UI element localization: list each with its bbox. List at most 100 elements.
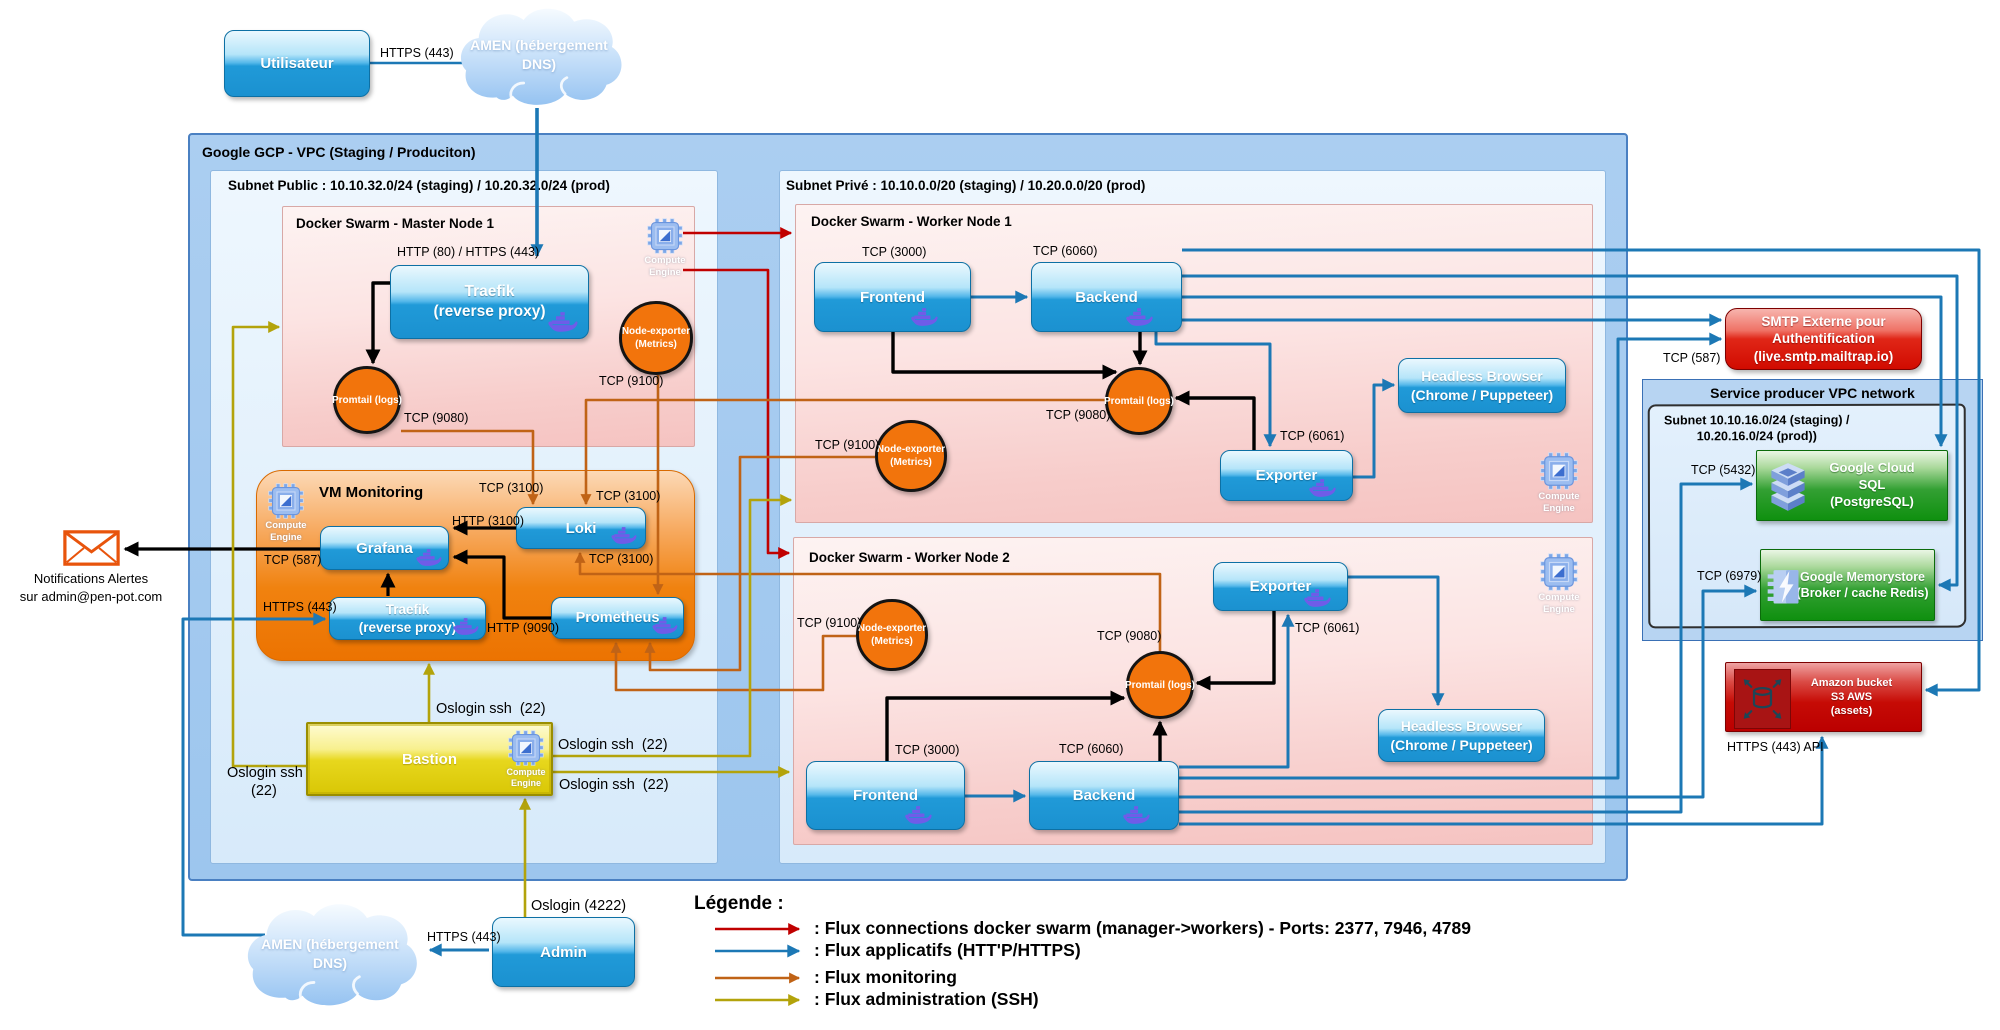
legend-item-app: : Flux applicatifs (HTT'P/HTTPS) [814,940,1081,960]
master-node-1-title: Docker Swarm - Master Node 1 [296,216,495,231]
prometheus-label: Prometheus [575,610,660,626]
docker-whale-icon [453,618,478,635]
label-tcp6979: TCP (6979) [1697,569,1762,583]
subnet-prive-title: Subnet Privé : 10.10.0.0/20 (staging) / … [786,178,1146,193]
grafana-node: Grafana [320,526,449,570]
compute-engine-icon [1541,453,1577,489]
legend-title: Légende : [694,893,784,914]
compute-engine-icon [1541,554,1577,590]
label-tcp9100-w2: TCP (9100) [797,616,862,630]
docker-whale-icon [652,617,677,634]
dns-cloud-bottom: AMEN (hébergement DNS) [240,895,420,1013]
label-https443-admin: HTTPS (443) [427,930,501,944]
dns-cloud-bottom-label: AMEN (hébergement DNS) [261,936,399,971]
worker-node-2-title: Docker Swarm - Worker Node 2 [809,550,1010,565]
utilisateur-node: Utilisateur [224,30,370,97]
label-oslogin-w1: Oslogin ssh (22) [558,737,668,753]
label-oslogin-4222: Oslogin (4222) [531,898,627,914]
ce-worker2: Compute Engine [1538,553,1580,615]
cloud-sql-label: Google Cloud SQL (PostgreSQL) [1829,460,1915,509]
legend-item-swarm: : Flux connections docker swarm (manager… [814,918,1472,938]
promtail-master-label: Promtail (logs) [332,394,403,406]
dns-cloud-top: AMEN (hébergement DNS) [450,2,628,110]
label-oslogin-vm: Oslogin ssh (22) [436,701,546,717]
service-vpc-title: Service producer VPC network [1710,385,1915,401]
dns-cloud-top-label: AMEN (hébergement DNS) [470,37,608,72]
gcp-vpc-title: Google GCP - VPC (Staging / Produciton) [202,144,476,160]
subnet-public-title: Subnet Public : 10.10.32.0/24 (staging) … [228,178,610,193]
docker-whale-icon [1123,806,1149,824]
headless-browser-w2-node: Headless Browser (Chrome / Puppeteer) [1378,709,1545,762]
legend-item-admin: : Flux administration (SSH) [814,989,1039,1009]
docker-whale-icon [911,308,937,326]
notifications-envelope [63,529,120,572]
s3-bucket-label: Amazon bucket S3 AWS (assets) [1810,676,1893,718]
node-exporter-w1-circle: Node-exporter (Metrics) [875,420,947,492]
legend-item-monitoring: : Flux monitoring [814,967,957,987]
grafana-label: Grafana [356,539,413,557]
vm-monitoring-title: VM Monitoring [319,484,424,501]
frontend-w1-label: Frontend [860,288,925,306]
promtail-w2-circle: Promtail (logs) [1125,651,1196,719]
label-tcp6061-w1: TCP (6061) [1280,429,1345,443]
ce-worker1-label: Compute Engine [1538,491,1580,514]
loki-label: Loki [565,519,597,537]
label-http9090: HTTP (9090) [487,621,560,635]
label-tcp3000-w2: TCP (3000) [895,743,960,757]
compute-engine-icon [648,219,683,254]
node-exporter-master-circle: Node-exporter (Metrics) [619,301,693,375]
label-https-user: HTTPS (443) [380,46,454,60]
ce-vm-monitoring: Compute Engine [265,483,307,543]
backend-w1-label: Backend [1075,288,1138,306]
headless-browser-w1-label: Headless Browser (Chrome / Puppeteer) [1410,368,1554,403]
node-exporter-w1-label: Node-exporter (Metrics) [876,444,946,468]
compute-engine-icon [269,484,304,519]
label-https443-traefik-vm: HTTPS (443) [263,600,337,614]
backend-w1-node: Backend [1031,262,1182,332]
admin-node: Admin [492,917,635,987]
node-exporter-w2-label: Node-exporter (Metrics) [857,623,927,647]
backend-w2-label: Backend [1072,787,1136,804]
label-tcp9100-w1: TCP (9100) [815,438,880,452]
traefik-vm-node: Traefik (reverse proxy) [329,597,486,640]
bastion-label: Bastion [401,750,457,768]
utilisateur-label: Utilisateur [260,55,334,72]
label-tcp587-grafana: TCP (587) [264,553,322,567]
promtail-master-circle: Promtail (logs) [332,366,403,434]
backend-w2-node: Backend [1029,761,1179,830]
label-tcp3100-loki-left: TCP (3100) [479,481,544,495]
label-tcp6060-w1: TCP (6060) [1033,244,1098,258]
memorystore-node: Google Memorystore (Broker / cache Redis… [1760,549,1935,621]
traefik-master-node: Traefik (reverse proxy) [390,265,589,339]
promtail-w2-label: Promtail (logs) [1125,679,1196,691]
label-oslogin-w2: Oslogin ssh (22) [559,777,669,793]
docker-whale-icon [1304,589,1330,607]
bastion-node: Bastion Compute Engine [306,722,553,796]
admin-label: Admin [540,943,587,961]
label-tcp587-smtp: TCP (587) [1663,351,1721,365]
ce-worker2-label: Compute Engine [1538,592,1580,615]
smtp-label: SMTP Externe pour Authentification (live… [1753,313,1894,364]
docker-whale-icon [905,806,931,824]
exporter-w1-node: Exporter [1220,450,1353,501]
cloud-sql-icon [1771,463,1804,511]
smtp-node: SMTP Externe pour Authentification (live… [1725,308,1922,370]
label-http3100: HTTP (3100) [452,514,525,528]
docker-whale-icon [416,549,441,566]
label-http80-https443: HTTP (80) / HTTPS (443) [397,245,540,259]
s3-icon [1744,679,1782,719]
bastion-ce-label: Compute Engine [506,767,546,789]
node-exporter-master-label: Node-exporter (Metrics) [621,326,691,350]
label-tcp6061-w2: TCP (6061) [1295,621,1360,635]
label-tcp6060-w2: TCP (6060) [1059,742,1124,756]
frontend-w2-node: Frontend [806,761,965,830]
worker-node-1-title: Docker Swarm - Worker Node 1 [811,214,1012,229]
traefik-master-label: Traefik (reverse proxy) [433,282,546,320]
label-tcp9080-m: TCP (9080) [404,411,469,425]
docker-whale-icon [1126,308,1152,326]
label-https443-api: HTTPS (443) API [1727,740,1824,754]
traefik-vm-label: Traefik (reverse proxy) [358,601,457,635]
headless-browser-w1-node: Headless Browser (Chrome / Puppeteer) [1398,358,1566,413]
label-tcp3100-loki-right: TCP (3100) [596,489,661,503]
label-tcp3100-loki-bottom: TCP (3100) [589,552,654,566]
